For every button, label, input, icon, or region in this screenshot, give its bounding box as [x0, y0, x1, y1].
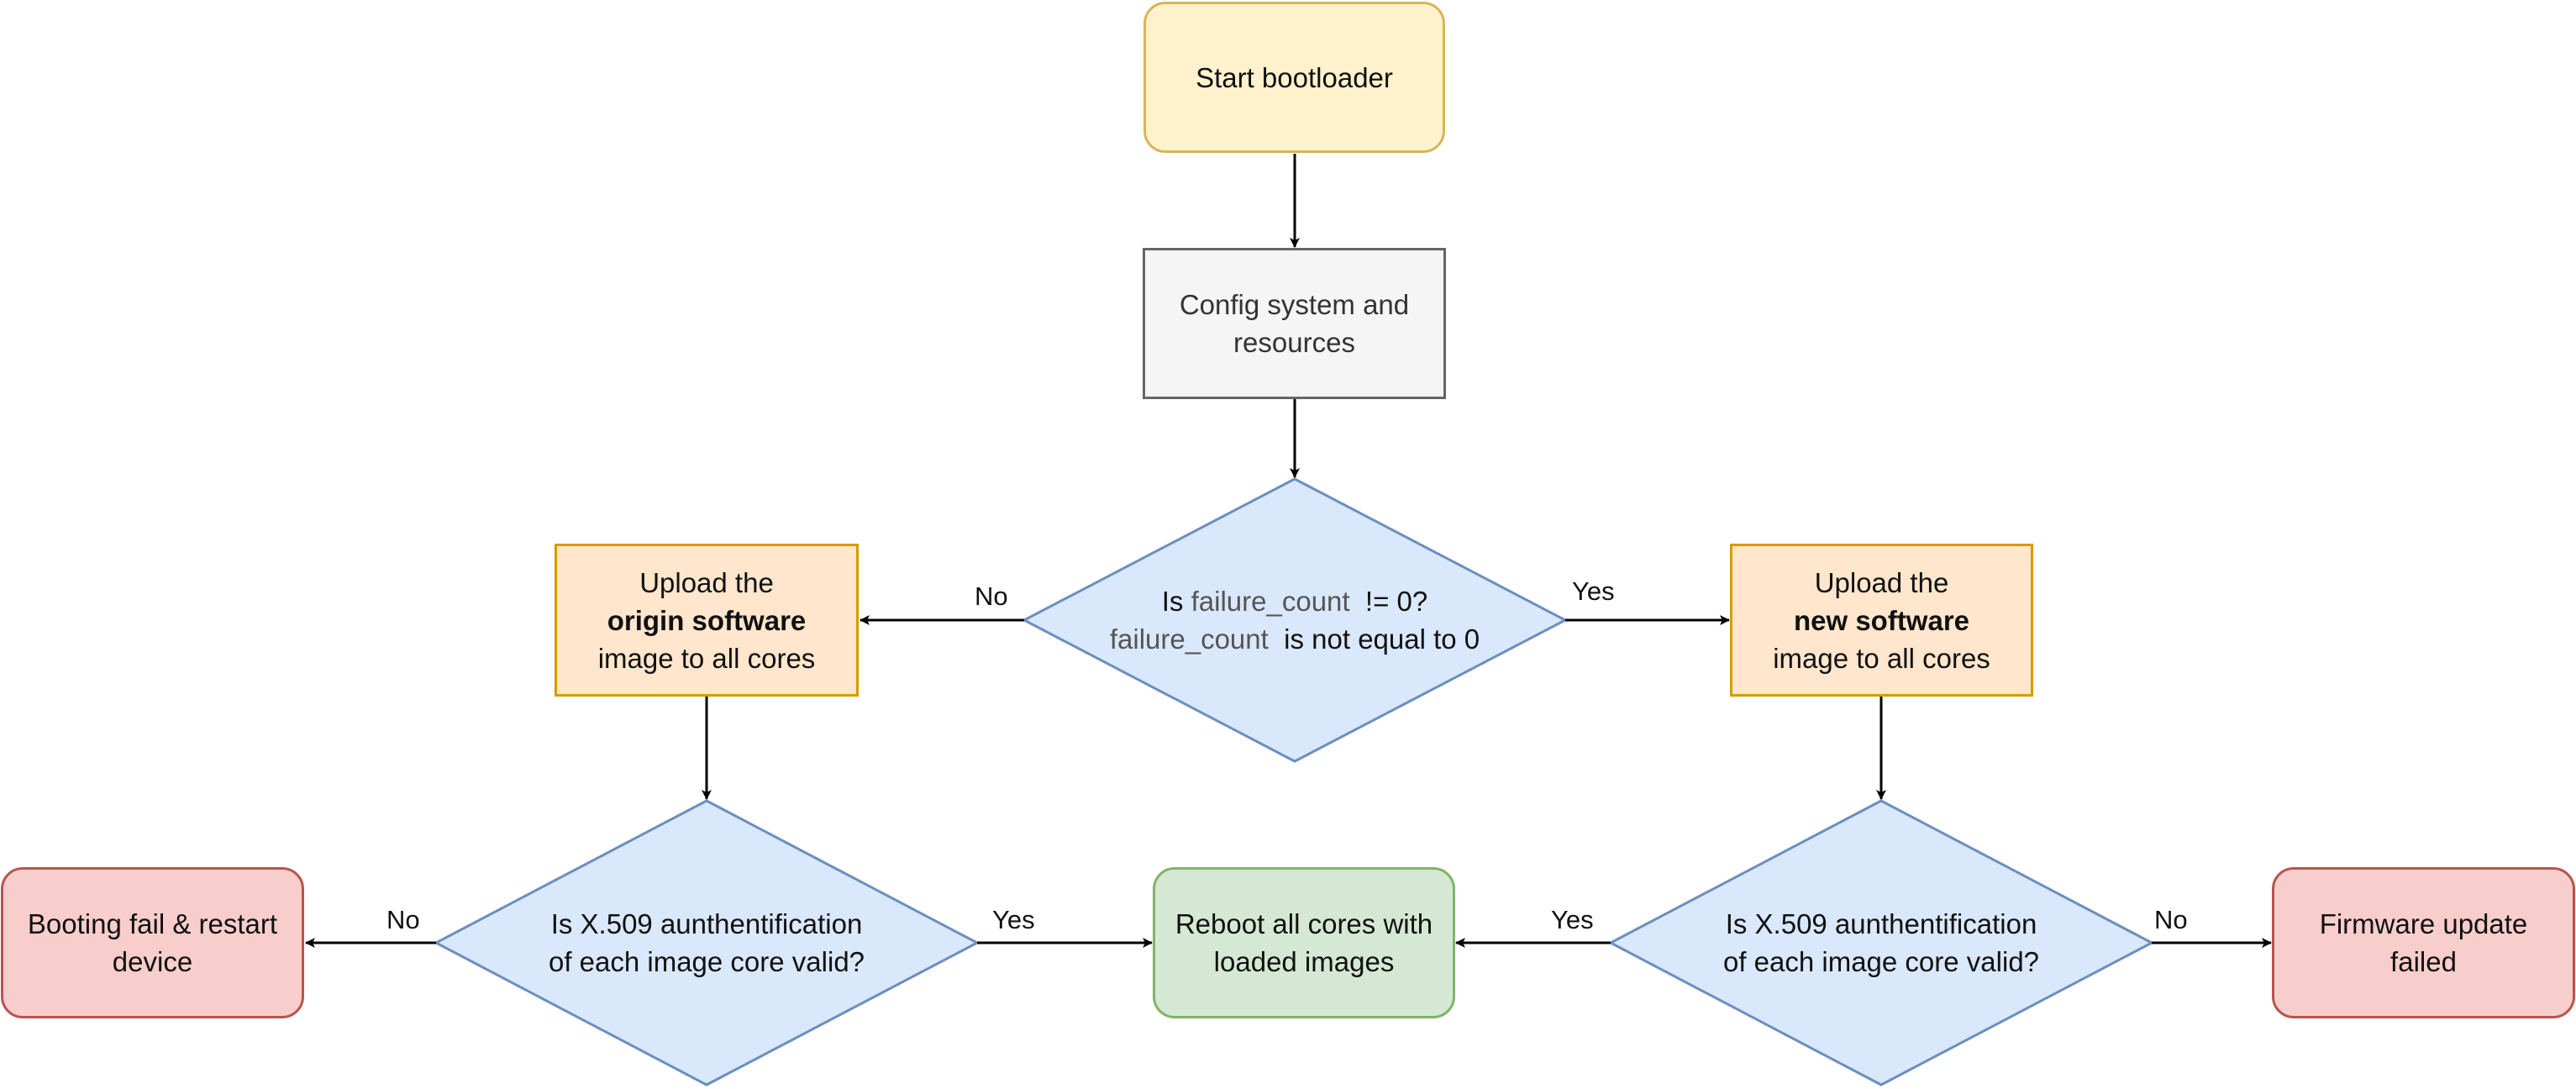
check-right-label: Is X.509 aunthentification of each image… [1629, 901, 2133, 985]
upload-origin-bold: origin software [607, 602, 807, 639]
edge-label-right-no: No [2151, 905, 2191, 935]
decision-main-label: Is failure_count != 0? failure_count is … [1034, 578, 1555, 662]
fail-boot-node[interactable]: Booting fail & restart device [1, 867, 304, 1018]
decision-main-shape[interactable] [1021, 477, 1569, 763]
failure-count-var-2: failure_count [1109, 623, 1269, 655]
start-node[interactable]: Start bootloader [1143, 2, 1445, 153]
upload-origin-line3: image to all cores [597, 642, 816, 674]
upload-new-bold-text: new software [1793, 604, 1970, 636]
check-right-line1: Is X.509 aunthentification [1725, 908, 2037, 939]
upload-origin-node[interactable]: Upload the origin software image to all … [555, 544, 859, 697]
fail-update-line1: Firmware update [2319, 908, 2528, 939]
edge-label-right-yes: Yes [1548, 905, 1597, 935]
start-node-label: Start bootloader [1196, 61, 1393, 93]
upload-origin-bold-text: origin software [607, 604, 807, 636]
decision-main-l1-post: != 0? [1349, 586, 1428, 617]
reboot-line1: Reboot all cores with [1175, 908, 1433, 939]
config-node[interactable]: Config system and resources [1143, 248, 1446, 399]
fail-boot-line1: Booting fail & restart [27, 908, 278, 939]
config-node-line1: Config system and [1179, 289, 1410, 320]
check-right-line2: of each image core valid? [1722, 946, 2040, 977]
config-node-line2: resources [1233, 327, 1355, 358]
fail-update-node[interactable]: Firmware update failed [2272, 867, 2575, 1018]
edge-label-main-yes: Yes [1569, 576, 1618, 607]
decision-main-l2-post: is not equal to 0 [1268, 623, 1480, 655]
edge-label-left-yes: Yes [989, 905, 1038, 935]
check-left-label: Is X.509 aunthentification of each image… [455, 901, 959, 985]
upload-new-node[interactable]: Upload the new software image to all cor… [1730, 544, 2033, 697]
decision-main-l1-pre: Is [1161, 586, 1191, 617]
fail-update-line2: failed [2390, 946, 2457, 977]
check-left-shape[interactable] [433, 799, 980, 1086]
decision-main-line1: Is failure_count != 0? [1162, 582, 1427, 620]
edge-label-left-no: No [383, 905, 423, 935]
failure-count-var-1: failure_count [1191, 586, 1350, 617]
reboot-node[interactable]: Reboot all cores with loaded images [1153, 867, 1455, 1018]
reboot-line2: loaded images [1213, 946, 1395, 977]
check-right-shape[interactable] [1607, 799, 2155, 1086]
fail-boot-line2: device [112, 946, 193, 977]
edge-label-main-no: No [971, 581, 1012, 612]
check-left-line1: Is X.509 aunthentification [550, 908, 863, 939]
upload-new-line1: Upload the [1814, 566, 1949, 598]
upload-origin-line1: Upload the [639, 566, 774, 598]
upload-new-line3: image to all cores [1773, 642, 1990, 674]
upload-new-bold: new software [1794, 602, 1969, 639]
check-left-line2: of each image core valid? [548, 946, 865, 977]
decision-main-line2: failure_count is not equal to 0 [1110, 620, 1480, 658]
